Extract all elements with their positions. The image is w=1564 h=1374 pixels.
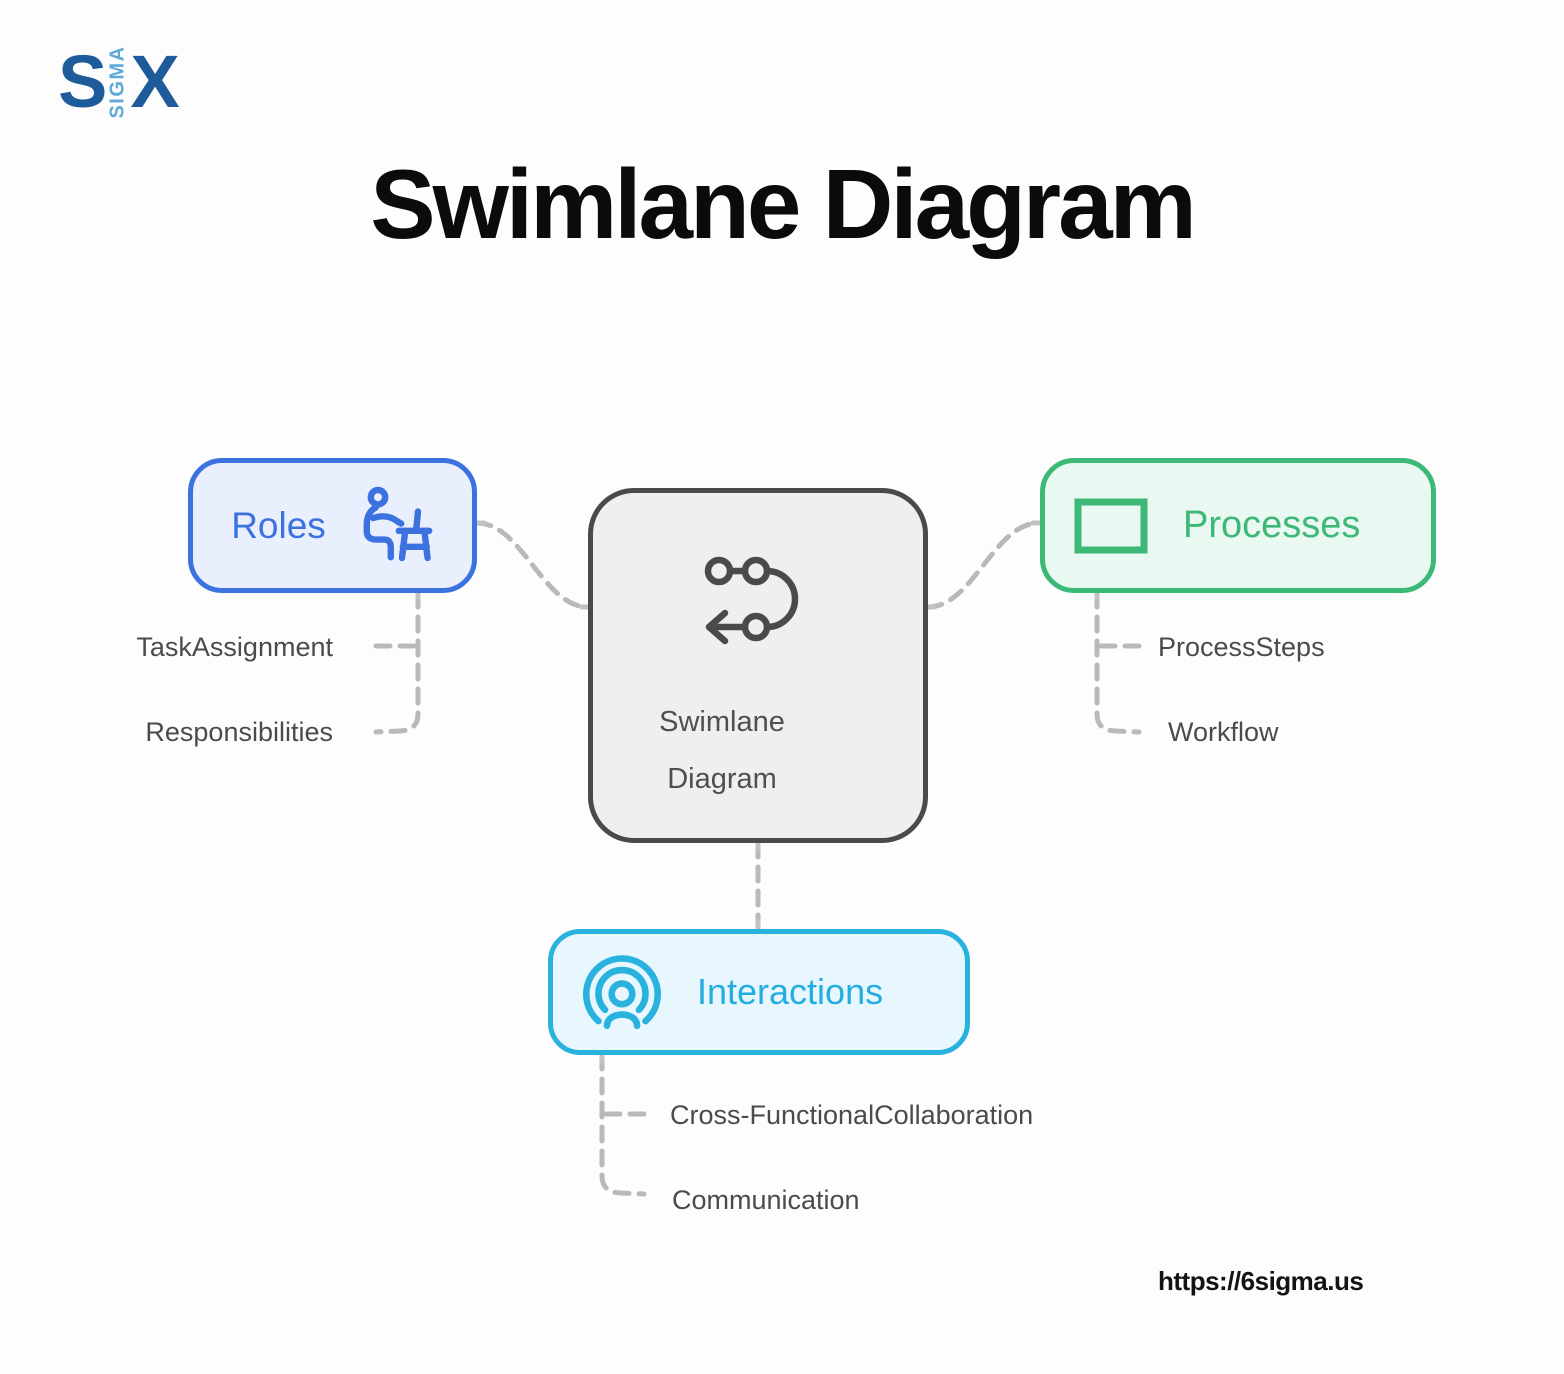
logo-letter-x: X: [130, 40, 179, 123]
six-sigma-logo: S SIGMA X: [58, 40, 180, 123]
connector-interactions-branch-main: [599, 1052, 647, 1197]
route-flow-icon: [704, 556, 799, 645]
roles-item-responsibilities: Responsibilities: [145, 717, 333, 747]
processes-node: Processes: [1040, 458, 1436, 593]
person-at-desk-icon: [363, 486, 433, 561]
logo-letter-s: S: [58, 40, 107, 123]
roles-node-label: Roles: [231, 504, 326, 546]
connector-roles-branch-main: [373, 590, 421, 735]
interactions-node-label: Interactions: [697, 971, 884, 1012]
center-node-swimlane-diagram: Swimlane Diagram: [588, 488, 928, 843]
interactions-node: Interactions: [548, 929, 970, 1055]
center-node-title-line2: Diagram: [667, 763, 777, 795]
rectangle-icon: [1074, 498, 1148, 553]
roles-node: Roles: [188, 458, 477, 593]
processes-item-workflow: Workflow: [1168, 717, 1279, 747]
interactions-item-communication: Communication: [672, 1185, 860, 1215]
center-node-title-line1: Swimlane: [659, 706, 785, 738]
page-title: Swimlane Diagram: [370, 149, 1196, 259]
processes-item-process-steps: ProcessSteps: [1158, 632, 1325, 662]
footer-site-url: https://6sigma.us: [1158, 1266, 1364, 1296]
connector-processes-branch-main: [1094, 590, 1142, 735]
broadcast-person-icon: [583, 955, 661, 1030]
roles-item-task-assignment: TaskAssignment: [136, 632, 333, 662]
connector-center-to-processes: [925, 520, 1042, 610]
connector-roles-to-center: [474, 520, 591, 610]
processes-node-label: Processes: [1183, 504, 1361, 546]
interactions-item-cross-functional: Cross-FunctionalCollaboration: [670, 1100, 1034, 1130]
logo-sigma-vertical-text: SIGMA: [106, 45, 129, 119]
